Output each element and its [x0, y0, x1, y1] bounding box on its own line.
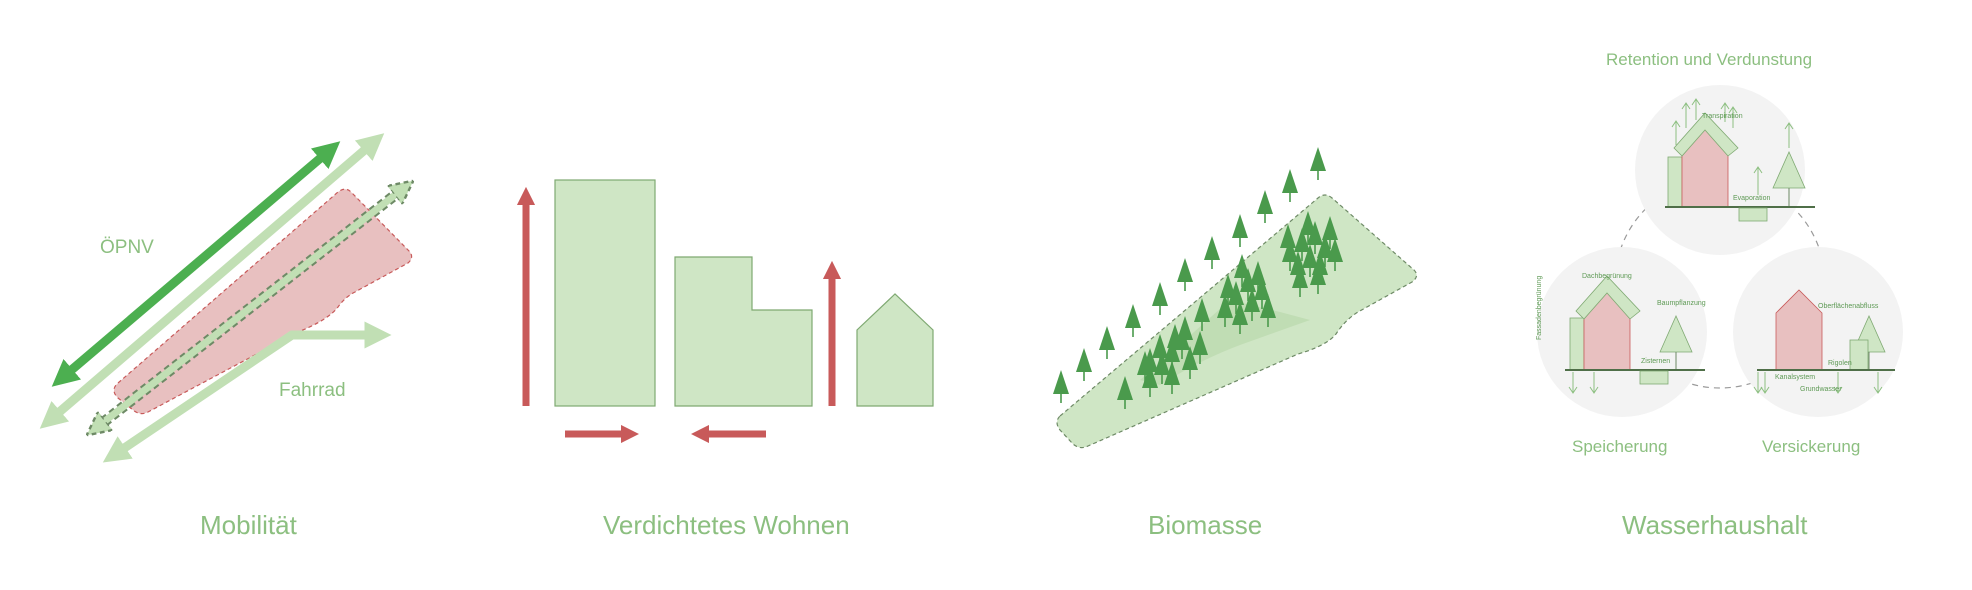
- label-versickerung: Versickerung: [1762, 437, 1861, 456]
- tree-icon: [1228, 281, 1244, 305]
- label-speicherung: Speicherung: [1572, 437, 1668, 456]
- tree-icon: [1053, 370, 1069, 394]
- tree-icon: [1194, 298, 1210, 322]
- label-fahrrad: Fahrrad: [279, 380, 346, 401]
- facade-green-left: [1569, 317, 1585, 371]
- tree-icon: [1282, 169, 1298, 193]
- tree-icon: [1232, 214, 1248, 238]
- title-wasser: Wasserhaushalt: [1622, 510, 1808, 540]
- tree-icon: [1204, 236, 1220, 260]
- tree-icon: [1250, 261, 1266, 285]
- label-retention: Retention und Verdunstung: [1606, 50, 1813, 69]
- rigole-right: [1849, 339, 1869, 371]
- tree-icon: [1192, 331, 1208, 355]
- mobility-diagram: [39, 133, 412, 463]
- tree-icon: [1302, 244, 1318, 268]
- title-wohnen: Verdichtetes Wohnen: [603, 510, 850, 540]
- label-kanalsystem: Kanalsystem: [1775, 374, 1816, 381]
- tree-icon: [1282, 238, 1298, 262]
- tree-icon: [1137, 351, 1153, 375]
- label-fassadenbegruenung: Fassadenbegrünung: [1536, 275, 1543, 340]
- label-evaporation: Evaporation: [1733, 195, 1771, 202]
- tree-icon: [1234, 254, 1250, 278]
- label-transpiration: Transpiration: [1702, 113, 1743, 120]
- tree-icon: [1177, 258, 1193, 282]
- tree-icon: [1220, 274, 1236, 298]
- facade-green-top: [1667, 156, 1683, 208]
- tree-icon: [1280, 224, 1296, 248]
- tree-icon: [1164, 361, 1180, 385]
- tree-icon: [1300, 211, 1316, 235]
- drain-arrows-left: [1568, 372, 1599, 394]
- label-grundwasser: Grundwasser: [1800, 386, 1842, 393]
- infiltration-arrows: [1753, 372, 1883, 394]
- building-mid: [674, 256, 813, 407]
- tree-icon: [1310, 261, 1326, 285]
- label-baumpflanzung: Baumpflanzung: [1657, 300, 1706, 307]
- tree-icon: [1294, 228, 1310, 252]
- cistern-top: [1738, 207, 1768, 222]
- title-mobilitaet: Mobilität: [200, 510, 297, 540]
- label-oepnv: ÖPNV: [100, 237, 154, 258]
- tree-icon: [1322, 216, 1338, 240]
- house-small: [856, 293, 934, 407]
- roof-green-top: [1673, 112, 1739, 157]
- tree-icon: [1182, 346, 1198, 370]
- tree-icon: [1154, 351, 1170, 375]
- tree-icon: [1310, 147, 1326, 171]
- housing-diagram: [516, 179, 934, 444]
- water-diagram: [1537, 85, 1903, 417]
- tree-icon: [1290, 251, 1306, 275]
- tree-icon: [1076, 348, 1092, 372]
- label-zisternen: Zisternen: [1641, 358, 1671, 365]
- biomass-diagram: [1053, 147, 1418, 449]
- tree-icon: [1177, 316, 1193, 340]
- tree-icon: [1240, 268, 1256, 292]
- building-tall: [554, 179, 656, 407]
- tree-icon: [1260, 294, 1276, 318]
- cistern-left: [1639, 370, 1669, 385]
- tree-icon: [1327, 238, 1343, 262]
- label-oberflaechenabfluss: Oberflächenabfluss: [1818, 303, 1879, 310]
- trees: [1053, 147, 1343, 409]
- tree-icon: [1244, 288, 1260, 312]
- roof-green-left: [1575, 275, 1641, 320]
- tree-icon: [1232, 301, 1248, 325]
- tree-icon: [1125, 304, 1141, 328]
- label-dachbegruenung: Dachbegrünung: [1582, 273, 1632, 280]
- tree-icon: [1217, 294, 1233, 318]
- tree-icon: [1142, 364, 1158, 388]
- label-rigolen: Rigolen: [1828, 360, 1852, 367]
- fahrrad-arrow: [102, 321, 392, 463]
- tree-icon: [1257, 190, 1273, 214]
- vapor-arrows: [1671, 98, 1794, 195]
- tree-icon: [1164, 338, 1180, 362]
- tree-icon: [1152, 282, 1168, 306]
- tree-icon: [1152, 334, 1168, 358]
- title-biomasse: Biomasse: [1148, 510, 1263, 540]
- tree-icon: [1099, 326, 1115, 350]
- tree-icon: [1292, 264, 1308, 288]
- tree-icon: [1117, 376, 1133, 400]
- tree-icon: [1317, 234, 1333, 258]
